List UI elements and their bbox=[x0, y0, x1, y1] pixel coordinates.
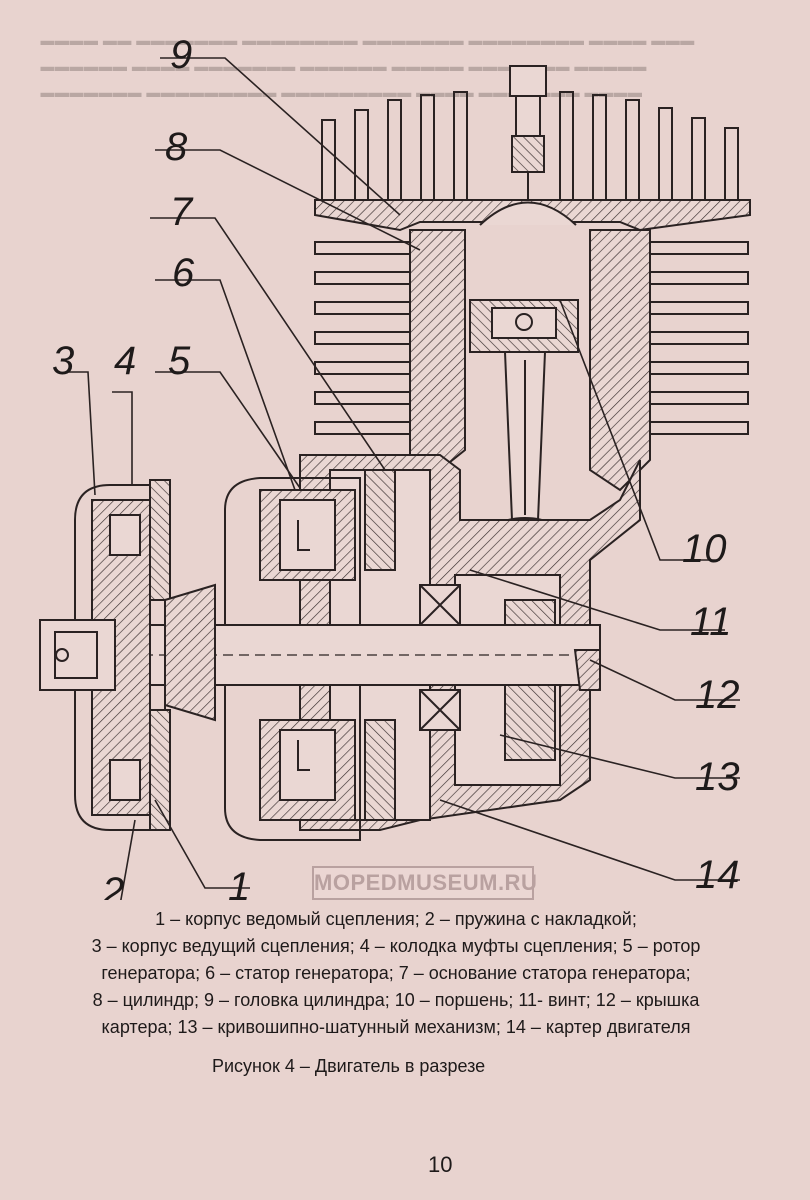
callout-10: 10 bbox=[682, 527, 727, 571]
callout-6: 6 bbox=[172, 251, 195, 295]
callout-9: 9 bbox=[170, 33, 192, 77]
callout-7: 7 bbox=[170, 190, 194, 234]
clutch-assembly bbox=[39, 479, 216, 831]
callout-12: 12 bbox=[695, 673, 740, 717]
stator-base bbox=[364, 469, 396, 571]
figure-caption: Рисунок 4 – Двигатель в разрезе bbox=[212, 1056, 486, 1076]
legend-line: генератора; 6 – статор генератора; 7 – о… bbox=[101, 963, 691, 983]
engine-cross-section-drawing: 9 8 7 6 5 4 3 10 11 12 13 14 1 2 bbox=[39, 33, 751, 900]
cylinder-head-fins bbox=[321, 91, 739, 205]
legend-line: 3 – корпус ведущий сцепления; 4 – колодк… bbox=[91, 936, 701, 956]
page-number: 10 bbox=[428, 1152, 453, 1177]
leader-lines bbox=[68, 57, 740, 900]
callout-3: 3 bbox=[52, 339, 74, 383]
cylinder-wall-left bbox=[409, 229, 466, 471]
callout-5: 5 bbox=[168, 339, 191, 383]
crankcase-cover bbox=[573, 649, 601, 691]
legend-line: 8 – цилиндр; 9 – головка цилиндра; 10 – … bbox=[92, 990, 700, 1010]
watermark: MOPEDMUSEUM.RU bbox=[312, 866, 537, 900]
cylinder-wall-right bbox=[589, 229, 651, 492]
callout-13: 13 bbox=[695, 755, 740, 799]
piston bbox=[469, 299, 579, 353]
callout-14: 14 bbox=[695, 853, 740, 897]
legend-line: 1 – корпус ведомый сцепления; 2 – пружин… bbox=[155, 909, 637, 929]
figure-legend: 1 – корпус ведомый сцепления; 2 – пружин… bbox=[40, 906, 752, 1041]
generator bbox=[224, 477, 361, 841]
callout-1: 1 bbox=[228, 865, 250, 900]
callout-8: 8 bbox=[165, 125, 188, 169]
callout-2: 2 bbox=[101, 870, 124, 900]
callout-4: 4 bbox=[114, 339, 136, 383]
legend-line: картера; 13 – кривошипно-шатунный механи… bbox=[101, 1017, 691, 1037]
callout-11: 11 bbox=[690, 600, 732, 644]
spark-plug bbox=[509, 65, 547, 200]
